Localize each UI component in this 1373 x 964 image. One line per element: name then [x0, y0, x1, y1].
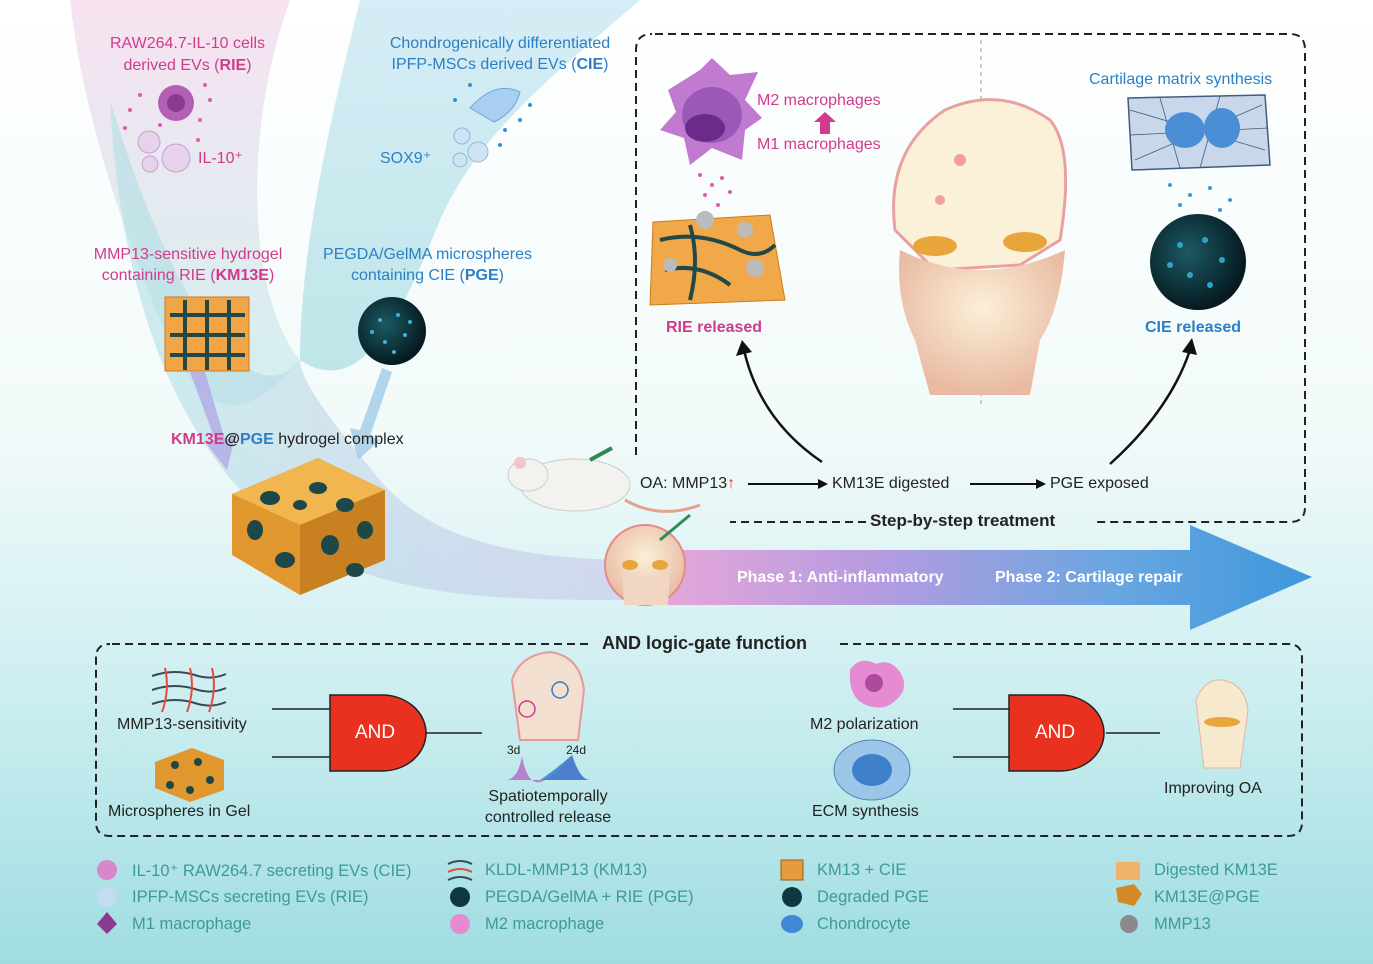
- legend-item-m1: M1 macrophage: [132, 915, 252, 933]
- km13e-line2: containing RIE (KM13E): [101, 267, 275, 284]
- blue-beam: [300, 0, 640, 371]
- release-label: Spatiotemporally controlled release: [460, 786, 636, 828]
- improving-oa-label: Improving OA: [1164, 780, 1262, 797]
- legend-icons: [97, 859, 1142, 934]
- cartilage-mesh: [1127, 94, 1271, 212]
- degraded-pge-sphere: [1150, 214, 1246, 310]
- legend-item-kldl: KLDL-MMP13 (KM13): [485, 861, 648, 879]
- rie-source-line2: derived EVs (RIE): [123, 57, 252, 74]
- cie-source-label: Chondrogenically differentiated IPFP-MSC…: [360, 33, 640, 75]
- and-gate-2-label: AND: [1035, 722, 1076, 743]
- phase-arrow: [640, 525, 1312, 630]
- m1-macrophages-label: M1 macrophages: [757, 136, 881, 153]
- ecm-synthesis-label: ECM synthesis: [812, 803, 919, 820]
- cie-released-label: CIE released: [1145, 319, 1242, 336]
- legend-item-m2: M2 macrophage: [485, 915, 605, 933]
- pge-label: PEGDA/GelMA microspheres containing CIE …: [305, 244, 550, 286]
- up-arrow-icon: ↑: [727, 475, 736, 492]
- day24-label: 24d: [566, 743, 587, 757]
- complex-at: @: [224, 431, 240, 448]
- knee-joint: [892, 98, 1068, 395]
- cie-source-line1: Chondrogenically differentiated: [389, 35, 611, 52]
- healthy-knee-icon: [1195, 679, 1249, 769]
- logic-frame: [95, 643, 1303, 837]
- legend-item-il10-evs: IL-10⁺ RAW264.7 secreting EVs (CIE): [132, 862, 412, 880]
- gel-cube-icon: [155, 748, 224, 802]
- small-knee-icon: [604, 513, 691, 606]
- and-gate-1-shape: [329, 694, 427, 772]
- legend-item-degraded-pge: Degraded PGE: [817, 888, 929, 906]
- km13e-block: [164, 296, 250, 372]
- complex-cube: [232, 458, 385, 595]
- sox9-label: SOX9⁺: [380, 150, 432, 167]
- legend-item-km13e-pge: KM13E@PGE: [1154, 888, 1260, 906]
- ecm-icon: [833, 739, 911, 801]
- km13e-digested-label: KM13E digested: [832, 475, 950, 492]
- cie-source-line2: IPFP-MSCs derived EVs (CIE): [391, 56, 609, 73]
- macrophage-cell: [660, 58, 762, 207]
- legend-item-pegda: PEGDA/GelMA + RIE (PGE): [485, 888, 694, 906]
- treatment-frame: [635, 33, 1306, 523]
- cie-source-cell: [452, 83, 532, 168]
- pge-sphere: [358, 297, 426, 365]
- rie-source-line1: RAW264.7-IL-10 cells: [109, 35, 266, 52]
- complex-km13e: KM13E: [171, 431, 225, 448]
- legend-item-chondrocyte: Chondrocyte: [817, 915, 911, 933]
- and-gate-2-shape: [1008, 694, 1105, 772]
- release-line1: Spatiotemporally: [488, 788, 608, 805]
- mmp13-mesh-icon: [151, 667, 227, 713]
- step-treatment-title: Step-by-step treatment: [866, 511, 1060, 531]
- rie-released-label: RIE released: [666, 319, 763, 336]
- phase2-label: Phase 2: Cartilage repair: [995, 569, 1183, 586]
- il10-label: IL-10⁺: [198, 150, 243, 167]
- rie-source-cell: [123, 83, 212, 173]
- microspheres-gel-label: Microspheres in Gel: [108, 803, 251, 820]
- oa-mmp13-label: OA: MMP13↑: [640, 475, 736, 492]
- sweep-band: [110, 100, 640, 600]
- mmp13-sensitivity-label: MMP13-sensitivity: [117, 716, 247, 733]
- rat-icon: [507, 446, 701, 513]
- complex-pge: PGE: [239, 431, 274, 448]
- complex-label: KM13E@PGE hydrogel complex: [171, 431, 404, 449]
- legend-item-digested-km13e: Digested KM13E: [1154, 861, 1278, 879]
- km13e-label: MMP13-sensitive hydrogel containing RIE …: [68, 244, 308, 286]
- pge-line2: containing CIE (PGE): [351, 267, 504, 284]
- cartilage-synthesis-label: Cartilage matrix synthesis: [1089, 71, 1273, 88]
- pge-exposed-label: PGE exposed: [1050, 475, 1149, 492]
- legend-item-km13-cie: KM13 + CIE: [817, 861, 907, 879]
- m2-cell-icon: [849, 660, 905, 708]
- digested-hydrogel: [649, 211, 786, 306]
- logic-title: AND logic-gate function: [602, 633, 807, 653]
- complex-rest: hydrogel complex: [273, 431, 404, 448]
- km13e-line1: MMP13-sensitive hydrogel: [93, 246, 283, 263]
- legend-item-ipfp-evs: IPFP-MSCs secreting EVs (RIE): [132, 888, 369, 906]
- and-gate-1-label: AND: [355, 722, 396, 743]
- day3-label: 3d: [507, 743, 521, 757]
- m2-macrophages-label: M2 macrophages: [757, 92, 881, 109]
- rie-source-label: RAW264.7-IL-10 cells derived EVs (RIE): [70, 33, 305, 77]
- targeted-knee-icon: [510, 650, 586, 741]
- m2-polarization-label: M2 polarization: [810, 716, 919, 733]
- legend-item-mmp13: MMP13: [1154, 915, 1211, 933]
- pge-line1: PEGDA/GelMA microspheres: [323, 246, 532, 263]
- phase1-label: Phase 1: Anti-inflammatory: [737, 569, 944, 586]
- release-line2: controlled release: [484, 809, 612, 826]
